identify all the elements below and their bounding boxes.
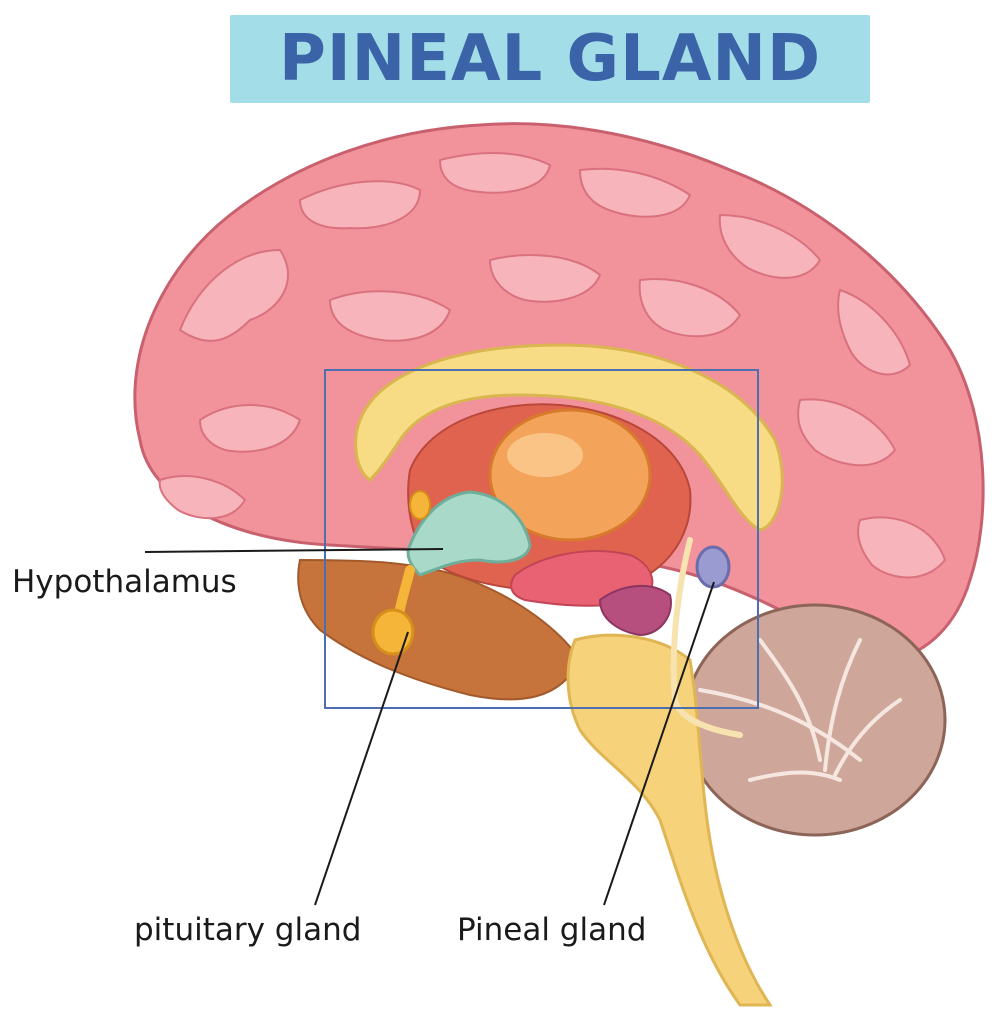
pineal-gland-label: Pineal gland [457, 912, 647, 948]
hypothalamus-leader [144, 548, 444, 553]
hypothalamus-label: Hypothalamus [12, 564, 237, 600]
pineal-gland-shape [670, 537, 743, 738]
brainstem [566, 633, 773, 1007]
pituitary-leader [314, 631, 409, 906]
cerebellum [683, 603, 947, 837]
title-banner: PINEAL GLAND [230, 15, 870, 103]
pituitary-gland-shape [371, 490, 431, 656]
diagram-title: PINEAL GLAND [278, 22, 822, 96]
highlight-box [324, 369, 759, 709]
purple-body [598, 584, 672, 637]
pituitary-gland-label: pituitary gland [134, 912, 362, 948]
hypothalamus-shape [406, 490, 532, 577]
pineal-leader [603, 581, 715, 906]
corpus-callosum [354, 343, 784, 532]
thalamus-highlight [507, 433, 583, 477]
